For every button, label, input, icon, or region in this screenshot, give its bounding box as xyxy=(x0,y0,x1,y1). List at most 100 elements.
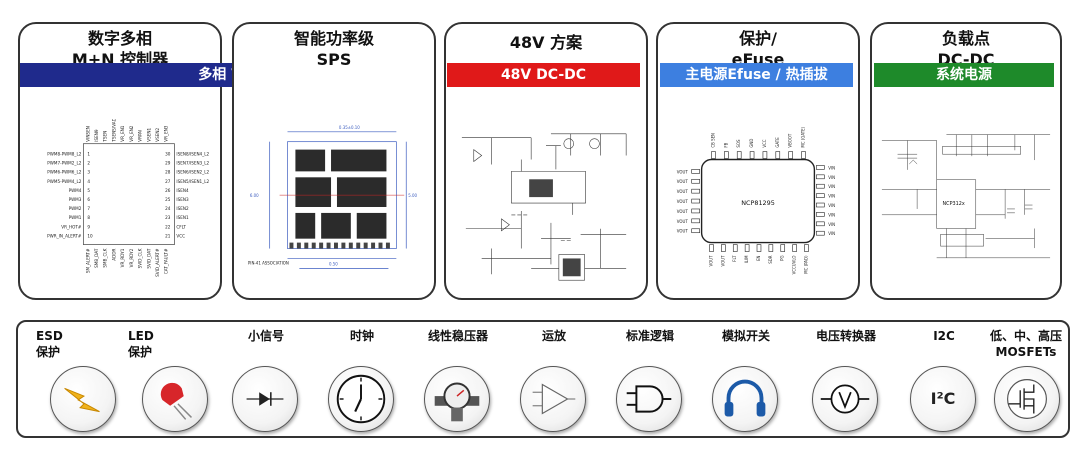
item-label-line1: 运放 xyxy=(541,329,566,343)
efuse-pin-top: CB SEN xyxy=(710,133,715,148)
efuse-pad xyxy=(709,244,714,252)
efuse-pad xyxy=(816,174,825,180)
controller-pin-label-left: PWM3 xyxy=(69,197,82,202)
clock-icon xyxy=(328,366,394,432)
controller-chip-body xyxy=(82,143,175,245)
controller-pin-label-left: PWM1 xyxy=(69,215,82,220)
controller-pin-number: 26 xyxy=(165,188,171,193)
efuse-pad xyxy=(816,193,825,198)
efuse-pad xyxy=(768,244,774,252)
efuse-pad xyxy=(691,228,700,234)
efuse-pad xyxy=(788,151,793,159)
efuse-pad xyxy=(721,244,726,252)
efuse-pin-bottom: VOUT xyxy=(708,255,713,267)
efuse-chip-body xyxy=(700,158,816,244)
efuse-pin-right: VIN xyxy=(828,231,835,236)
efuse-pin-bottom: MC (PAD) xyxy=(803,255,808,274)
controller-pin-label-bottom: ADDR xyxy=(111,248,116,260)
product-item-mosfets[interactable]: 低、中、高压 MOSFETs xyxy=(982,328,1070,436)
efuse-pin-right: VIN xyxy=(828,184,835,189)
controller-pin-label-left: PWR_IN_ALERT# xyxy=(47,233,82,238)
48v-schematic-svg xyxy=(461,133,627,281)
efuse-pin-bottom: VOUT xyxy=(720,255,725,267)
item-label: 小信号 xyxy=(218,328,314,344)
item-label-line1: I2C xyxy=(933,329,955,343)
item-label-line1: 时钟 xyxy=(349,329,374,343)
product-item-standard-logic[interactable]: 标准逻辑 xyxy=(602,328,698,436)
item-label-line1: 低、中、高压 xyxy=(989,329,1062,343)
efuse-pin-left: VOUT xyxy=(677,189,689,194)
controller-pin-number: 28 xyxy=(165,170,171,175)
efuse-pad xyxy=(804,244,809,252)
item-label-line2: 保护 xyxy=(128,345,153,359)
efuse-pad xyxy=(801,151,806,159)
svg-text:0.35±0.10: 0.35±0.10 xyxy=(339,125,360,130)
efuse-pin-right: VIN xyxy=(828,194,835,199)
efuse-pad xyxy=(756,244,762,252)
card-title-line1: 48V 方案 xyxy=(509,33,583,52)
controller-pin-label-left: PWM5-PWM4_L2 xyxy=(47,179,81,184)
product-item-voltage-converter[interactable]: 电压转换器 xyxy=(798,328,894,436)
efuse-pad xyxy=(724,151,729,159)
opamp-icon xyxy=(520,366,586,432)
efuse-pad xyxy=(780,244,786,252)
item-label-line1: 模拟开关 xyxy=(721,329,770,343)
controller-pin-number: 7 xyxy=(87,206,90,211)
i2c-icon: I²C xyxy=(910,366,976,432)
efuse-pad xyxy=(744,244,750,252)
efuse-pad xyxy=(775,151,781,159)
controller-pin-label-top: VR_EN3 xyxy=(164,125,169,141)
item-label-line1: 小信号 xyxy=(247,329,284,343)
efuse-pad xyxy=(691,188,700,194)
efuse-pin-right: VIN xyxy=(828,175,835,180)
efuse-pin-bottom: VCCUVLO xyxy=(792,255,797,274)
item-label-line1: 电压转换器 xyxy=(815,329,876,343)
efuse-pin-top: VCC xyxy=(762,139,767,147)
efuse-pad xyxy=(691,208,700,214)
item-label-line1: 标准逻辑 xyxy=(625,329,674,343)
item-label: 运放 xyxy=(506,328,602,344)
product-item-i2c[interactable]: I2C I²C xyxy=(896,328,992,436)
controller-pin-number: 10 xyxy=(87,233,93,238)
headphones-icon xyxy=(712,366,778,432)
sps-pad xyxy=(363,242,368,249)
controller-pin-label-right: ISEN5/ISEN1_L2 xyxy=(176,179,209,184)
product-item-linear-regulator[interactable]: 线性稳压器 xyxy=(410,328,506,436)
product-item-led[interactable]: LED 保护 xyxy=(128,328,224,436)
controller-pin-label-left: VR_HOT# xyxy=(61,224,82,229)
item-label: 时钟 xyxy=(314,328,410,344)
sps-pad xyxy=(296,242,301,249)
item-label-line1: 线性稳压器 xyxy=(427,329,488,343)
efuse-pad xyxy=(816,202,825,208)
card-title-line1: 负载点 xyxy=(941,29,990,48)
controller-pin-number: 6 xyxy=(87,197,90,202)
svg-text:6.00: 6.00 xyxy=(250,193,259,198)
48v-schematic xyxy=(452,119,640,294)
product-item-esd[interactable]: ESD 保护 xyxy=(36,328,132,436)
item-label-line1: ESD xyxy=(36,329,63,343)
controller-pin-number: 3 xyxy=(87,170,90,175)
efuse-pin-top: GND xyxy=(749,139,754,148)
product-item-small-signal[interactable]: 小信号 xyxy=(218,328,314,436)
efuse-pad xyxy=(749,151,755,159)
small-signal-product-panel: ESD 保护 LED 保护 小信号 时钟 线性稳压器 运放 xyxy=(16,320,1070,438)
product-item-opamp[interactable]: 运放 xyxy=(506,328,602,436)
controller-pin-label-top: VSEN1 xyxy=(146,128,151,142)
controller-pin-label-right: ISEN2 xyxy=(176,206,189,211)
efuse-pinout-svg: NCP81295 VOUTVOUTVOUTVOUTVOUTVOUTVOUTVIN… xyxy=(677,126,835,274)
product-item-clock[interactable]: 时钟 xyxy=(314,328,410,436)
controller-pin-number: 9 xyxy=(87,224,90,229)
controller-pin-label-bottom: SVID_ALERT# xyxy=(155,248,160,277)
controller-pin-label-left: PWM8-PWM8_L2 xyxy=(47,152,81,157)
efuse-pin-left: VOUT xyxy=(677,179,689,184)
efuse-pin-left: VOUT xyxy=(677,199,689,204)
card-title: 48V 方案 xyxy=(446,32,646,53)
sps-package-drawing: 0.35±0.10 5.00 6.00 0.50 PIN-41 ASSOCIAT… xyxy=(240,119,428,294)
controller-pin-label-top: VR_EN1 xyxy=(120,125,125,141)
controller-pin-label-right: ISEN8/ISEN4_L2 xyxy=(176,152,209,157)
item-label: 线性稳压器 xyxy=(410,328,506,344)
pol-schematic-svg: NCP312x xyxy=(881,134,1051,259)
controller-pin-label-right: ISEN3 xyxy=(176,197,189,202)
efuse-pad xyxy=(691,218,700,224)
product-item-analog-switch[interactable]: 模拟开关 xyxy=(698,328,794,436)
